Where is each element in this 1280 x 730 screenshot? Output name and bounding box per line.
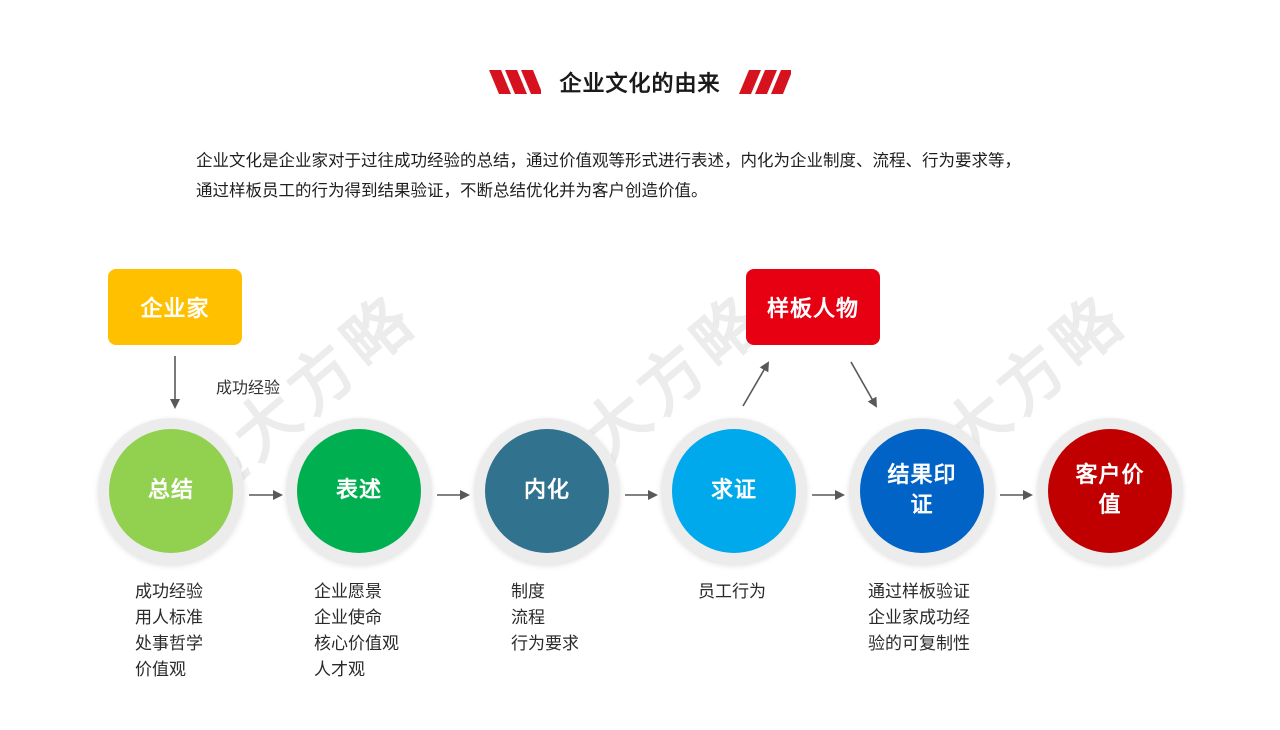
detail-item: 人才观 (314, 660, 365, 680)
arrow-from-role-model (850, 361, 877, 408)
detail-item: 通过样板验证 (868, 582, 970, 602)
step-label: 求证 (710, 478, 757, 503)
step-label: 内化 (523, 478, 570, 503)
details-internalize: 制度 流程 行为要求 (511, 579, 579, 657)
step-disc: 结果印证 (860, 429, 984, 553)
details-result: 通过样板验证 企业家成功经 验的可复制性 (868, 579, 970, 657)
detail-item: 用人标准 (135, 608, 203, 628)
step-label: 表述 (335, 478, 382, 503)
step-label: 结果印证 (887, 463, 957, 518)
details-summarize: 成功经验 用人标准 处事哲学 价值观 (135, 579, 203, 683)
step-circle-summarize: 总结 (98, 418, 244, 564)
step-circle-result: 结果印证 (849, 418, 995, 564)
entrepreneur-box: 企业家 (108, 269, 242, 345)
arrow-to-role-model (742, 361, 770, 407)
step-disc: 总结 (109, 429, 233, 553)
title-row: 企业文化的由来 (0, 62, 1280, 102)
intro-text: 企业文化是企业家对于过往成功经验的总结，通过价值观等形式进行表述，内化为企业制度… (196, 146, 1116, 206)
step-label: 总结 (147, 478, 194, 503)
step-circle-verify: 求证 (661, 418, 807, 564)
detail-item: 企业愿景 (314, 582, 382, 602)
intro-line-1: 企业文化是企业家对于过往成功经验的总结，通过价值观等形式进行表述，内化为企业制度… (196, 151, 1021, 170)
detail-item: 行为要求 (511, 634, 579, 654)
step-label: 客户价值 (1075, 463, 1145, 518)
details-express: 企业愿景 企业使命 核心价值观 人才观 (314, 579, 399, 683)
detail-item: 处事哲学 (135, 634, 203, 654)
step-circle-internalize: 内化 (474, 418, 620, 564)
stripes-icon-left (489, 70, 542, 94)
detail-item: 企业使命 (314, 608, 382, 628)
page-title: 企业文化的由来 (559, 72, 721, 97)
role-model-box: 样板人物 (746, 269, 880, 345)
step-disc: 客户价值 (1048, 429, 1172, 553)
detail-item: 成功经验 (135, 582, 203, 602)
detail-item: 制度 (511, 582, 545, 602)
detail-item: 员工行为 (698, 582, 766, 602)
detail-item: 企业家成功经 (868, 608, 970, 628)
details-verify: 员工行为 (698, 579, 766, 605)
detail-item: 价值观 (135, 660, 186, 680)
arrow-label: 成功经验 (216, 378, 281, 397)
detail-item: 核心价值观 (314, 634, 399, 654)
step-circle-customer-value: 客户价值 (1037, 418, 1183, 564)
step-circle-express: 表述 (286, 418, 432, 564)
detail-item: 验的可复制性 (868, 634, 970, 654)
step-disc: 表述 (297, 429, 421, 553)
step-disc: 求证 (672, 429, 796, 553)
step-disc: 内化 (485, 429, 609, 553)
intro-line-2: 通过样板员工的行为得到结果验证，不断总结优化并为客户创造价值。 (196, 181, 708, 200)
detail-item: 流程 (511, 608, 545, 628)
stripes-icon-right (738, 70, 791, 94)
